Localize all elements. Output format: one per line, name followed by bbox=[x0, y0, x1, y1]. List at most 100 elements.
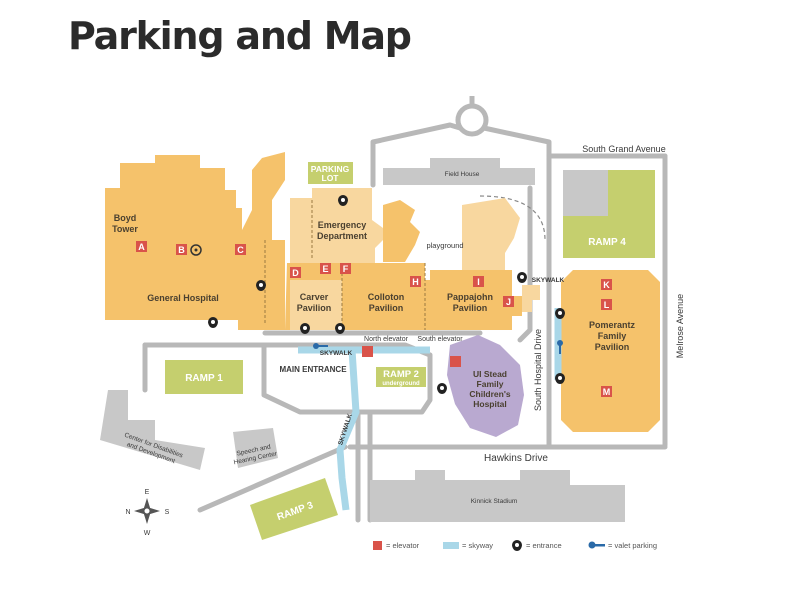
elevator-label-h: H bbox=[412, 277, 419, 287]
kinnick-stadium bbox=[370, 470, 625, 522]
entrance-icon bbox=[555, 308, 565, 319]
label-ramp-4: RAMP 4 bbox=[588, 237, 626, 248]
legend-skyway: = skyway bbox=[462, 541, 493, 550]
parking-lot bbox=[308, 162, 353, 184]
legend-elevator: = elevator bbox=[386, 541, 420, 550]
ramp-4 bbox=[563, 170, 655, 258]
ramp-2 bbox=[376, 367, 426, 387]
label-skywalk: SKYWALK bbox=[320, 350, 353, 357]
label-skywalk-east: SKYWALK bbox=[532, 277, 565, 284]
hospital-buildings bbox=[105, 152, 660, 437]
elevators: A B C D E F H I J K L M bbox=[136, 241, 612, 397]
legend-entrance-icon bbox=[512, 540, 522, 551]
valet-key-icon bbox=[313, 343, 328, 349]
east-loop-road bbox=[517, 185, 533, 343]
entrance-icon bbox=[555, 373, 565, 384]
elevator-label-l: L bbox=[604, 300, 610, 310]
street-south-grand: South Grand Avenue bbox=[582, 144, 665, 154]
compass-e: E bbox=[145, 489, 150, 496]
valet-key-icon bbox=[557, 340, 563, 354]
label-kinnick: Kinnick Stadium bbox=[471, 498, 518, 505]
entrance-icon bbox=[338, 195, 348, 206]
north-loop-road-2 bbox=[481, 125, 552, 163]
label-general-hospital: General Hospital bbox=[147, 293, 219, 303]
label-field-house: Field House bbox=[445, 171, 480, 178]
north-loop-road bbox=[370, 122, 463, 188]
elevator-label-c: C bbox=[237, 245, 244, 255]
elevator-label-e: E bbox=[322, 264, 328, 274]
south-elevator bbox=[450, 356, 461, 367]
entrance-pins bbox=[208, 195, 565, 394]
ramp-3 bbox=[250, 478, 338, 540]
colloton-pavilion bbox=[342, 263, 430, 330]
legend-valet-key-icon bbox=[588, 541, 605, 549]
gray-lot-ne bbox=[563, 170, 608, 216]
north-elevator bbox=[362, 346, 373, 357]
dashed-path bbox=[479, 195, 546, 241]
childrens-hospital bbox=[447, 335, 524, 437]
label-north-elevator: North elevator bbox=[364, 336, 409, 343]
field-house bbox=[383, 158, 535, 185]
info-icon bbox=[190, 244, 202, 256]
elevator-e bbox=[320, 263, 331, 274]
street-south-hospital: South Hospital Drive bbox=[533, 329, 543, 411]
elevator-label-j: J bbox=[506, 297, 511, 307]
carver-pavilion bbox=[290, 280, 342, 330]
legend: = elevator = skyway = entrance = valet p… bbox=[373, 540, 657, 551]
label-ramp-1: RAMP 1 bbox=[185, 373, 223, 384]
speech-center bbox=[233, 428, 278, 468]
elevator-label-b: B bbox=[178, 245, 185, 255]
entrance-icon bbox=[437, 383, 447, 394]
legend-entrance: = entrance bbox=[526, 541, 562, 550]
gray-buildings bbox=[100, 158, 625, 522]
elevator-k bbox=[601, 279, 612, 290]
disabilities-center bbox=[100, 390, 205, 470]
compass-w: W bbox=[144, 530, 151, 537]
elevator-label-i: I bbox=[477, 277, 480, 287]
elevator-label-k: K bbox=[603, 280, 610, 290]
label-ramp-2-sub: underground bbox=[382, 381, 420, 387]
label-ramp-2: RAMP 2 bbox=[383, 369, 419, 380]
elevator-j bbox=[503, 296, 514, 307]
label-south-elevator: South elevator bbox=[417, 336, 463, 343]
entrance-icon bbox=[300, 323, 310, 334]
legend-elevator-swatch bbox=[373, 541, 382, 550]
compass-s: S bbox=[165, 509, 170, 516]
roundabout bbox=[455, 103, 489, 137]
skyway-south bbox=[336, 349, 360, 511]
playground-area bbox=[383, 200, 420, 262]
elevator-h bbox=[410, 276, 421, 287]
parking-areas bbox=[165, 162, 655, 540]
elevator-b bbox=[176, 244, 187, 255]
street-hawkins: Hawkins Drive bbox=[484, 453, 548, 464]
compass-n: N bbox=[125, 509, 130, 516]
pappajohn-pavilion bbox=[430, 270, 522, 330]
elevator-l bbox=[601, 299, 612, 310]
elevator-label-d: D bbox=[292, 268, 299, 278]
entrance-icon bbox=[208, 317, 218, 328]
label-playground: playground bbox=[426, 241, 463, 250]
legend-valet: = valet parking bbox=[608, 541, 657, 550]
pomerantz-building bbox=[561, 270, 660, 432]
entrance-icon bbox=[335, 323, 345, 334]
elevator-d bbox=[290, 267, 301, 278]
elevator-f bbox=[340, 263, 351, 274]
general-hospital-building bbox=[105, 152, 285, 330]
elevator-label-m: M bbox=[603, 387, 611, 397]
elevator-a bbox=[136, 241, 147, 252]
compass-rose: E N S W bbox=[125, 489, 169, 537]
page-title: Parking and Map bbox=[68, 14, 412, 58]
street-melrose: Melrose Avenue bbox=[675, 294, 685, 358]
emergency-building bbox=[290, 188, 383, 263]
elevator-i bbox=[473, 276, 484, 287]
elevator-label-f: F bbox=[343, 264, 349, 274]
elevator-c bbox=[235, 244, 246, 255]
